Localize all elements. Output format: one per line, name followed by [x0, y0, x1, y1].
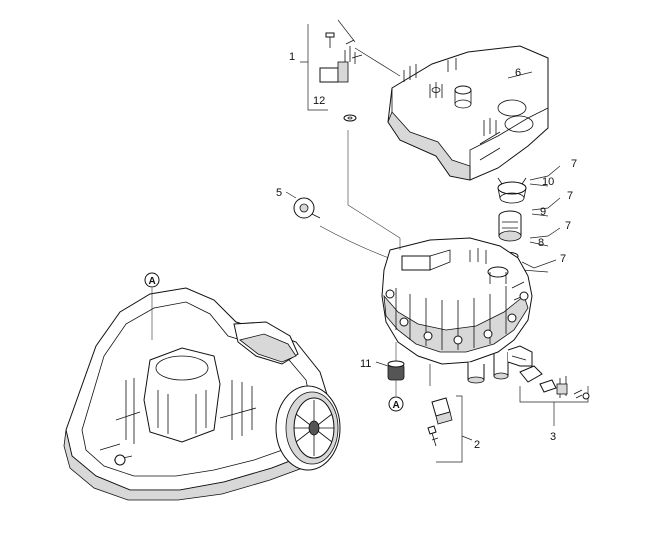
marker-a-bottom: A — [388, 396, 404, 412]
callout-12: 12 — [313, 95, 325, 107]
callout-9: 9 — [540, 206, 546, 218]
part-6-housing-cover — [354, 45, 549, 181]
callout-6: 6 — [515, 67, 521, 79]
svg-text:A: A — [393, 400, 400, 411]
callout-5: 5 — [276, 187, 282, 199]
part-9-filler-neck — [498, 210, 522, 242]
svg-text:A: A — [149, 276, 156, 287]
marker-a-top: A — [144, 272, 160, 288]
part-10-cap-ring — [497, 177, 527, 204]
part-3-connector-set — [519, 365, 590, 426]
callout-7-c: 7 — [565, 220, 571, 232]
part-2-clip-and-screw — [427, 364, 473, 463]
callout-7-d: 7 — [560, 253, 566, 265]
part-5-sensor — [285, 191, 401, 263]
callout-7-b: 7 — [567, 190, 573, 202]
callout-7-a: 7 — [571, 158, 577, 170]
callout-2: 2 — [474, 439, 480, 451]
callout-1: 1 — [289, 51, 295, 63]
part-1-switch-assembly — [300, 19, 363, 122]
callout-3: 3 — [550, 431, 556, 443]
part-11-foot — [375, 342, 405, 396]
base-housing — [63, 287, 341, 501]
callout-8: 8 — [538, 237, 544, 249]
callout-10: 10 — [542, 176, 554, 188]
boiler-body — [381, 237, 533, 384]
callout-11: 11 — [360, 358, 371, 370]
